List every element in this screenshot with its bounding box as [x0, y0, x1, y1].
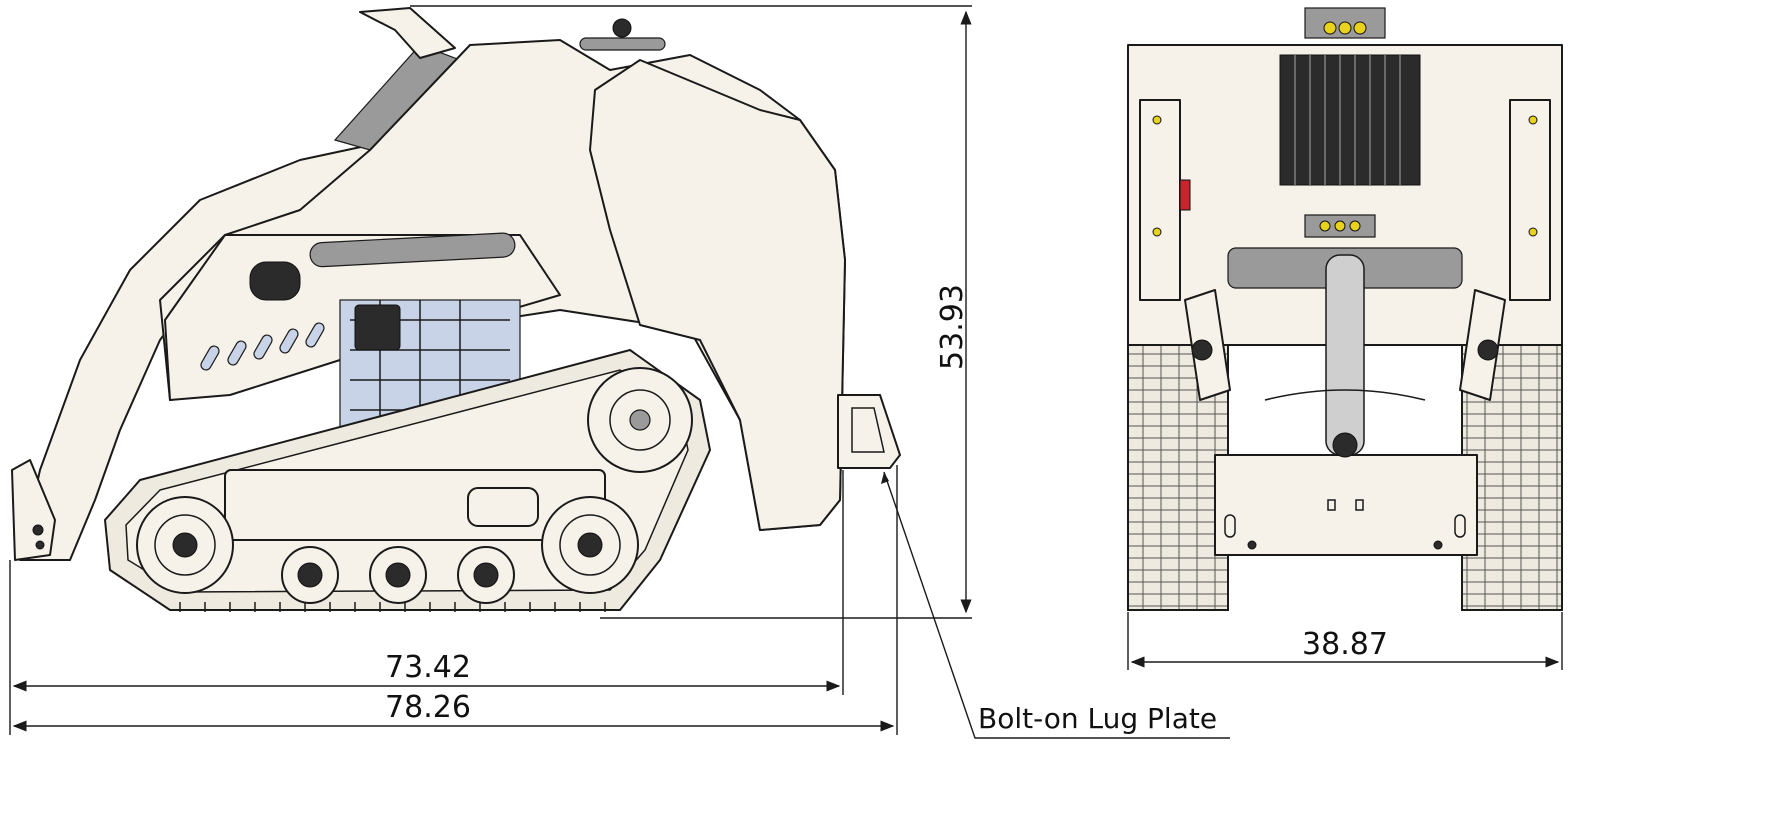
engine-block	[354, 304, 401, 351]
right-column	[1509, 99, 1551, 301]
radiator-grille	[1279, 54, 1421, 186]
rear-block	[589, 59, 846, 531]
step-plate	[467, 487, 539, 527]
top-hook	[359, 7, 456, 59]
length-overall-dimension: 78.26	[385, 690, 471, 725]
tilt-cylinder	[1325, 254, 1365, 456]
idler-rear	[541, 496, 639, 594]
dimensions: 53.93 73.42 78.26 38.87 Bolt-on Lug Plat…	[9, 5, 1563, 739]
front-view	[1127, 7, 1563, 611]
air-vent	[249, 261, 301, 301]
width-dimension: 38.87	[1302, 627, 1388, 662]
lug-plate	[837, 394, 901, 469]
operator-handle	[579, 37, 666, 51]
length-inner-dimension: 73.42	[385, 650, 471, 685]
vent-slots	[200, 322, 325, 371]
left-column	[1139, 99, 1181, 301]
lug-plate-leader	[883, 471, 1230, 739]
idler-front	[136, 496, 234, 594]
red-reflector	[1179, 179, 1191, 211]
front-plate	[1214, 454, 1478, 556]
lug-plate-callout: Bolt-on Lug Plate	[978, 702, 1217, 735]
lift-cylinder	[309, 232, 516, 268]
side-view	[11, 7, 901, 612]
front-bucket	[11, 459, 56, 561]
road-rollers	[281, 546, 515, 604]
height-dimension: 53.93	[935, 284, 970, 370]
